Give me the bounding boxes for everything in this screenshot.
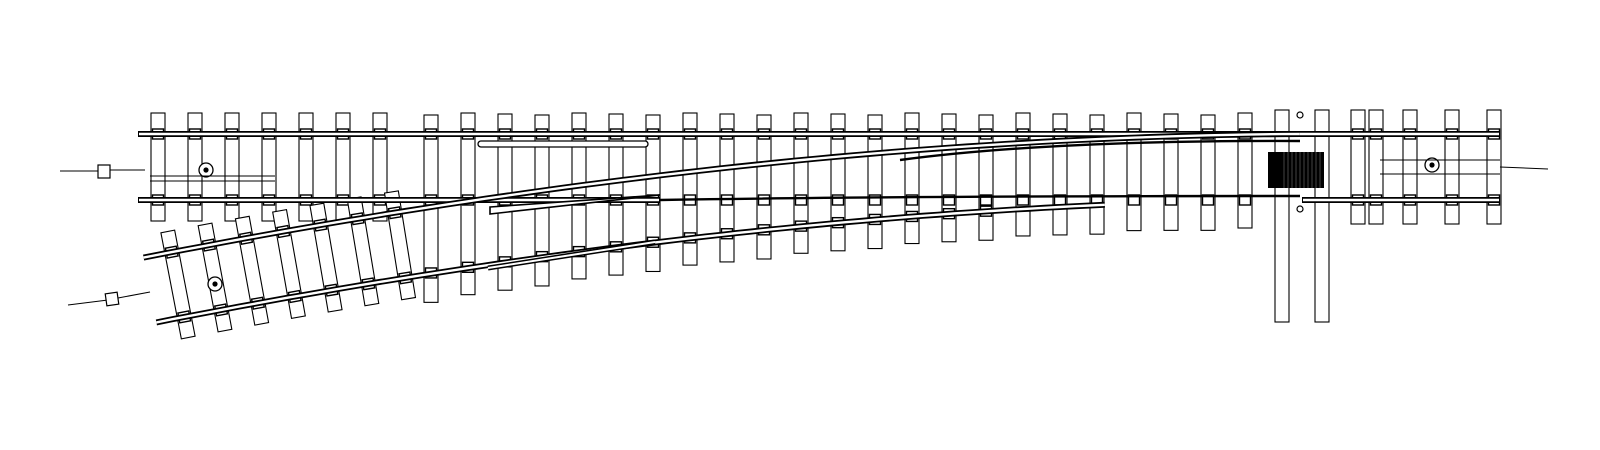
rail-chair: [942, 194, 956, 206]
sleeper-body: [150, 112, 166, 222]
fixing-screw-centre: [1429, 162, 1435, 168]
sleeper-straight: [150, 112, 166, 222]
sleeper-body: [682, 112, 698, 266]
sleeper-body: [1486, 109, 1502, 225]
rail-chair: [979, 194, 993, 206]
sleeper-straight: [298, 112, 314, 222]
sleeper-straight: [224, 112, 240, 222]
turnout-timber: [1126, 112, 1142, 232]
rail-chair: [794, 194, 808, 206]
sleeper-straight: [1444, 109, 1460, 225]
sleeper-body: [1444, 109, 1460, 225]
throw-bar-icon: [1296, 205, 1304, 213]
headblock-sleeper: [1314, 109, 1330, 323]
sleeper-straight: [261, 112, 277, 222]
fixing-screw-centre: [203, 167, 209, 173]
wire-anchor-icon: [104, 291, 120, 307]
wire-lead-lower: [67, 299, 109, 306]
sleeper-body: [1368, 109, 1384, 225]
sleeper-body: [793, 112, 809, 254]
sleeper-straight: [1368, 109, 1384, 225]
check-rail-top: [477, 140, 649, 148]
sleeper-body: [1350, 109, 1366, 225]
rail-chair: [831, 194, 845, 206]
sleeper-body: [645, 114, 661, 273]
wire-lead-lower: [117, 291, 151, 299]
sleeper-straight: [1402, 109, 1418, 225]
rail-chair: [1016, 194, 1030, 206]
sleeper-straight: [1350, 109, 1366, 225]
sleeper-straight: [1486, 109, 1502, 225]
rails: [138, 131, 1500, 326]
sleeper-body: [224, 112, 240, 222]
wire-anchor-icon: [97, 164, 111, 179]
curved-stock-rail-outer: [143, 131, 1300, 261]
sleeper-body: [261, 112, 277, 222]
rail-head: [143, 132, 1300, 259]
sleeper-body: [372, 112, 388, 222]
sleeper-body: [298, 112, 314, 222]
switch-blade-straight: [659, 194, 1301, 202]
sleeper-body: [1314, 109, 1330, 323]
sleeper-body: [719, 113, 735, 263]
sleeper-body: [1402, 109, 1418, 225]
sleeper-body: [830, 113, 846, 252]
rail-chair: [905, 194, 919, 206]
crossing-frog: [489, 194, 661, 215]
sleeper-straight: [372, 112, 388, 222]
fixing-screw-centre: [212, 281, 218, 287]
turnout-timber: [645, 114, 661, 273]
sleeper-body: [756, 114, 772, 260]
turnout-timber: [1237, 112, 1253, 229]
point-motor-icon: [1268, 152, 1324, 188]
rail-chair: [868, 194, 882, 206]
switch-blade-curved: [899, 139, 1301, 162]
rail-chair: [757, 194, 771, 206]
throw-bar-icon: [1296, 111, 1304, 119]
check-rail-bottom-head: [487, 241, 656, 269]
fittings: [60, 111, 1549, 307]
wire-lead-right: [1499, 166, 1549, 170]
